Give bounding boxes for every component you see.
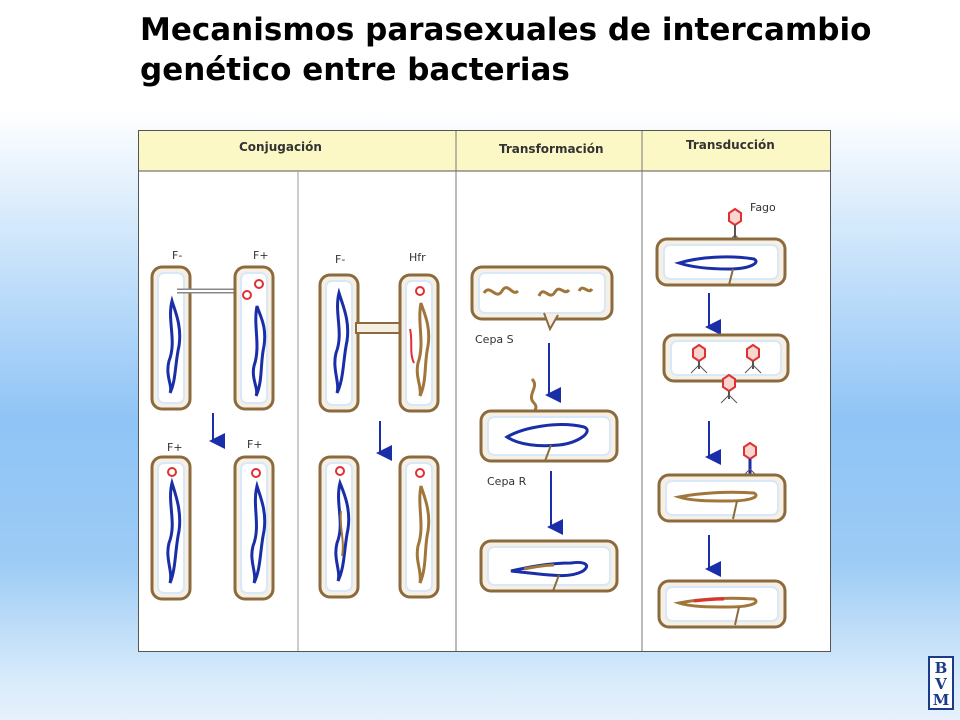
label-f-minus-1: F- [172, 249, 182, 262]
conjugation-bridge-2 [355, 322, 403, 334]
logo-letter-v: V [934, 675, 947, 693]
label-fago: Fago [750, 201, 776, 214]
label-f-plus-1: F+ [253, 249, 269, 262]
cell-transf-recombined [479, 539, 619, 593]
cell-f-plus-bottom-1 [150, 455, 192, 601]
phage-released [720, 373, 738, 404]
header-transformacion: Transformación [499, 142, 604, 156]
cell-hfr-bottom [398, 455, 440, 599]
cell-transd-1 [655, 237, 787, 287]
label-f-minus-2: F- [335, 253, 345, 266]
label-f-plus-3: F+ [247, 438, 263, 451]
cell-f-minus-top [150, 265, 192, 411]
cell-f-minus-hfr-top [318, 273, 360, 413]
logo-letter-m: M [933, 691, 950, 709]
cell-transd-2 [662, 333, 790, 383]
cell-transf-uptake [479, 409, 619, 463]
cell-transd-3 [657, 473, 787, 523]
page-title: Mecanismos parasexuales de intercambio g… [140, 10, 940, 90]
cell-f-plus-bottom-2 [233, 455, 275, 601]
cell-transd-4 [657, 579, 787, 629]
bacteria-exchange-diagram: Conjugación Transformación Transducción … [139, 131, 830, 651]
header-transduccion: Transducción [686, 138, 775, 152]
label-hfr: Hfr [409, 251, 426, 264]
cell-hfr-top [398, 273, 440, 413]
logo-letter-b: B [935, 659, 948, 677]
label-f-plus-2: F+ [167, 441, 183, 454]
cell-f-plus-top [233, 265, 275, 411]
cell-cepa-s [470, 265, 614, 332]
phage-injecting [741, 441, 759, 478]
header-bar [139, 131, 830, 171]
label-cepa-r: Cepa R [487, 475, 527, 488]
title-line-1: Mecanismos parasexuales de intercambio [140, 12, 872, 48]
diagram-panel: Conjugación Transformación Transducción … [138, 130, 831, 652]
cell-f-minus-hfr-bottom-1 [318, 455, 360, 599]
title-line-2: genético entre bacterias [140, 52, 570, 88]
bvm-logo: B V M [928, 656, 954, 710]
label-cepa-s: Cepa S [475, 333, 514, 346]
header-conjugacion: Conjugación [239, 140, 322, 154]
